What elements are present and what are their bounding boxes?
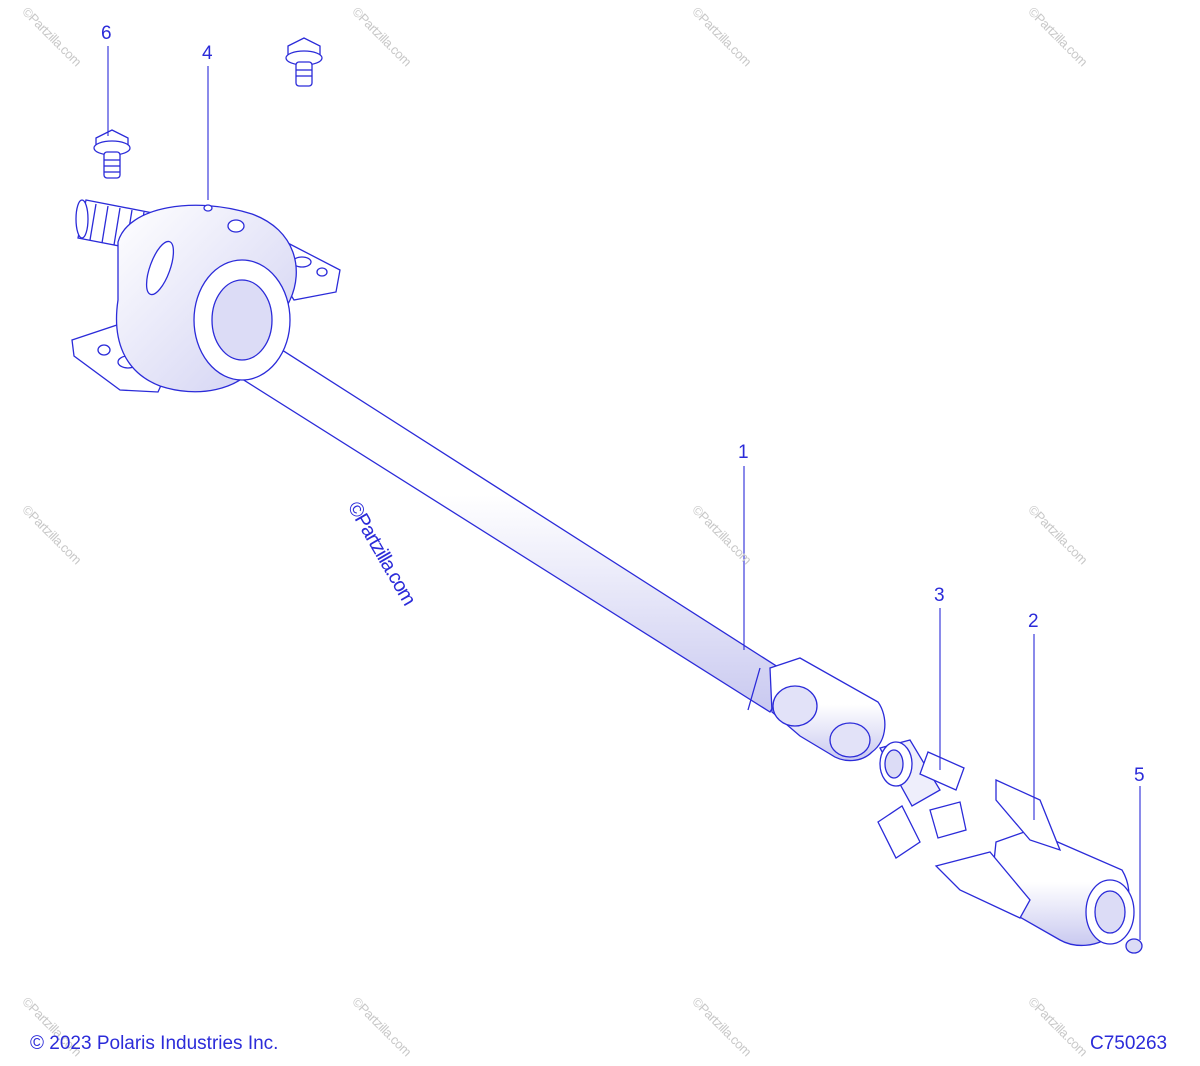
callout-2: 2 [1028,611,1039,632]
u-joint-cross [877,739,967,859]
grease-fitting [1125,938,1143,954]
callout-4: 4 [202,43,213,64]
drive-shaft-tube [211,317,886,762]
leader-lines [107,46,1141,940]
callout-5: 5 [1134,765,1145,786]
callout-3: 3 [934,585,945,606]
flange-bolt-secondary [285,37,323,87]
callout-6: 6 [101,23,112,44]
carrier-bearing [71,204,341,393]
diagram-code: C750263 [1090,1033,1168,1054]
copyright-text: © 2023 Polaris Industries Inc. [30,1033,279,1054]
slip-yoke [934,778,1135,946]
flange-bolt [93,129,131,179]
callout-1: 1 [738,442,749,463]
